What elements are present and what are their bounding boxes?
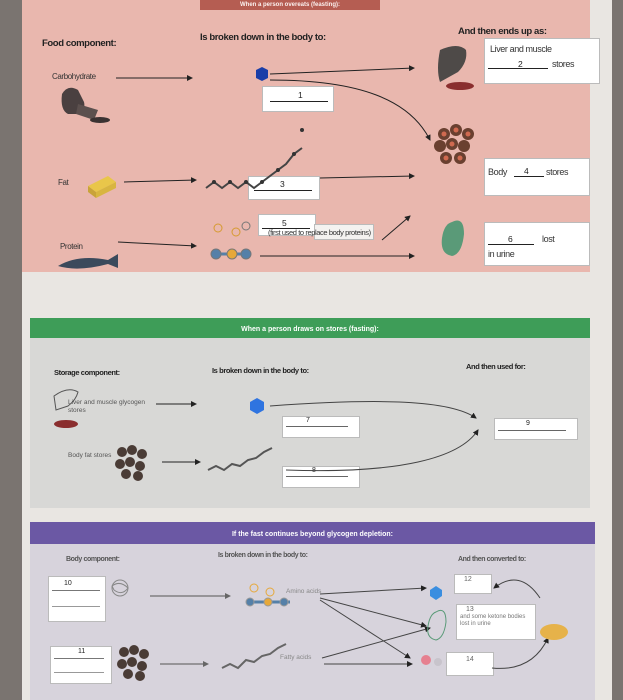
protein-label: Protein: [60, 242, 83, 251]
answer-blank-9[interactable]: [494, 418, 578, 440]
blank-number-5: 5: [282, 218, 287, 228]
blank-number-11: 11: [78, 648, 86, 655]
answer-blank-7[interactable]: [282, 416, 360, 438]
kidney-icon: [441, 220, 464, 256]
answer-blank-3[interactable]: [248, 176, 320, 200]
answer-blank-1[interactable]: [262, 86, 334, 112]
fatty-acids-label: Fatty acids: [280, 654, 312, 661]
amino-acids-icon-3: [245, 583, 290, 607]
fasting-banner: When a person draws on stores (fasting):: [30, 318, 590, 338]
answer-blank-14[interactable]: [446, 652, 494, 676]
fasting-fatty-acid-icon: [207, 447, 273, 472]
body-stores-suffix: stores: [546, 167, 569, 177]
muscle-protein-icon: [111, 579, 129, 597]
liver-stores-text: Liver and muscle: [490, 44, 552, 54]
food-component-header: Food component:: [42, 38, 117, 49]
carbohydrate-label: Carbohydrate: [52, 72, 96, 81]
butter-icon: [88, 176, 116, 198]
fat-label: Fat: [58, 178, 69, 187]
amino-acid-icon: [210, 221, 252, 260]
body-stores-box: [484, 158, 590, 196]
prolonged-fatty-acid-icon: [221, 643, 287, 670]
ends-up-as-header: And then ends up as:: [458, 26, 547, 37]
prolonged-fat-cells-icon: [117, 645, 149, 681]
blank-number-10: 10: [64, 580, 72, 587]
answer-blank-12[interactable]: [454, 574, 492, 594]
answer-blank-11[interactable]: [50, 646, 112, 684]
liver-stores-suffix: stores: [552, 59, 575, 69]
blank-number-3: 3: [280, 179, 285, 189]
blank-number-4: 4: [524, 166, 529, 176]
body-stores-prefix: Body: [488, 167, 507, 177]
blank-number-9: 9: [526, 420, 530, 427]
blank-number-7: 7: [306, 417, 310, 424]
answer-blank-8[interactable]: [282, 466, 360, 488]
feasting-arrows: [116, 65, 431, 259]
brain-icon: [540, 624, 568, 640]
body-fat-stores-label: Body fat stores: [68, 452, 112, 459]
converted-glucose-icon: [430, 586, 442, 600]
protein-note: (first used to replace body proteins): [268, 228, 371, 237]
converted-kidney-icon: [427, 609, 447, 641]
ketone-dots-icon: [421, 655, 442, 666]
bread-icon: [61, 87, 110, 123]
ketone-bodies-text: and some ketone bodies lost in urine: [460, 614, 526, 627]
converted-to-header: And then converted to:: [458, 556, 526, 563]
used-for-header: And then used for:: [466, 362, 526, 371]
blank-number-1: 1: [298, 90, 303, 100]
fatty-acid-chain-icon: [205, 147, 303, 190]
fasting-glucose-icon: [250, 398, 264, 414]
blank-number-6: 6: [508, 234, 513, 244]
blank-number-13: 13: [466, 606, 474, 613]
prolonged-broken-down-header: Is broken down in the body to:: [218, 552, 308, 559]
answer-blank-10[interactable]: [48, 576, 106, 622]
in-urine-text: in urine: [488, 249, 515, 259]
feasting-banner: When a person overeats (feasting):: [200, 0, 380, 10]
body-component-header: Body component:: [66, 556, 120, 563]
glycogen-stores-label: Liver and muscle glycogen stores: [68, 399, 145, 414]
glycogen-muscle-icon: [54, 420, 78, 428]
fasting-fat-cells-icon: [115, 445, 147, 481]
muscle-icon: [446, 82, 474, 90]
fish-icon: [58, 254, 118, 269]
prolonged-fast-banner: If the fast continues beyond glycogen de…: [30, 522, 595, 544]
blank-number-12: 12: [464, 576, 472, 583]
storage-component-header: Storage component:: [54, 368, 120, 377]
blank-number-14: 14: [466, 656, 474, 663]
fasting-broken-down-header: Is broken down in the body to:: [212, 366, 309, 375]
blank-number-2: 2: [518, 59, 523, 69]
lost-suffix: lost: [542, 234, 555, 244]
answer-blank-13[interactable]: [456, 604, 536, 640]
liver-icon: [438, 46, 467, 82]
liver-stores-box: [484, 38, 600, 84]
broken-down-header: Is broken down in the body to:: [200, 32, 326, 43]
glucose-hexagon-icon: [256, 67, 268, 81]
glycogen-liver-icon: [53, 389, 79, 411]
amino-acids-label: Amino acids: [286, 588, 322, 595]
